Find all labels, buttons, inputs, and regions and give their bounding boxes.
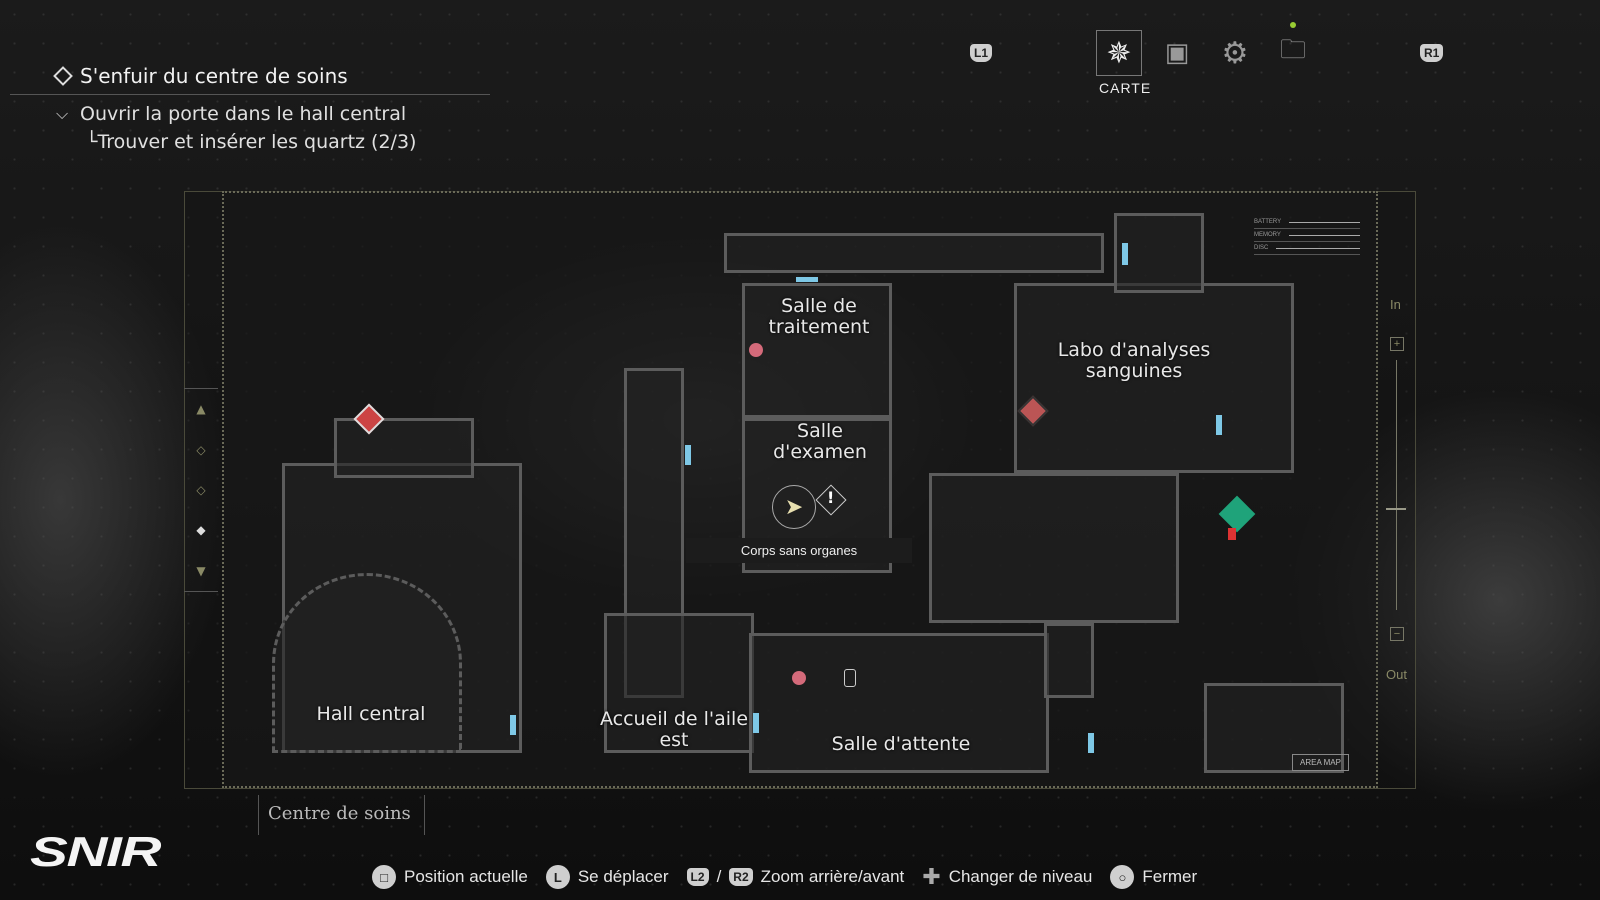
staircase bbox=[272, 573, 462, 753]
tab-inventory[interactable]: ▣ bbox=[1154, 30, 1200, 76]
room-label: Accueil de l'aile est bbox=[599, 708, 749, 751]
r2-button-icon: R2 bbox=[729, 868, 753, 886]
room-central bbox=[929, 473, 1179, 623]
room-salle-traitement bbox=[742, 283, 892, 418]
room-labo bbox=[1014, 283, 1294, 473]
hint-change-level[interactable]: ✚ Changer de niveau bbox=[922, 864, 1092, 890]
door bbox=[1216, 415, 1222, 435]
room-label: Labo d'analyses sanguines bbox=[1057, 339, 1211, 382]
room-label: Salle de traitement bbox=[768, 295, 870, 338]
objective-task: └Trouver et insérer les quartz (2/3) bbox=[86, 131, 417, 153]
files-icon: 🗀 bbox=[1279, 35, 1306, 65]
dpad-icon: ✚ bbox=[922, 864, 941, 889]
room-salle-attente bbox=[749, 633, 1049, 773]
battery-label: BATTERY bbox=[1254, 219, 1282, 225]
level-selector[interactable]: ▲ ◇ ◇ ◆ ▼ bbox=[184, 388, 218, 592]
disc-label: DISC bbox=[1254, 245, 1269, 251]
door bbox=[753, 713, 759, 733]
memory-label: MEMORY bbox=[1254, 232, 1281, 238]
tab-crafting[interactable]: ⚙ bbox=[1212, 30, 1258, 76]
chevron-down-icon: ⌵ bbox=[56, 104, 69, 123]
herb-item-icon[interactable] bbox=[792, 671, 806, 685]
room-label: Salle d'examen bbox=[773, 420, 867, 463]
zoom-slider-track[interactable] bbox=[1396, 360, 1397, 610]
room-area bbox=[1204, 683, 1344, 773]
hint-current-position[interactable]: □ Position actuelle bbox=[372, 865, 528, 889]
l1-button[interactable]: L1 bbox=[970, 44, 993, 62]
save-room-marker bbox=[1228, 528, 1236, 540]
hint-label: Se déplacer bbox=[577, 867, 669, 886]
active-tab-label: CARTE bbox=[1099, 80, 1152, 96]
area-map-label: AREA MAP bbox=[1292, 754, 1349, 771]
map-area[interactable]: ➤ ! Salle de traitement Labo d'analyses … bbox=[222, 191, 1378, 788]
snir-logo: SNIR bbox=[30, 828, 161, 875]
zoom-out-label[interactable]: Out bbox=[1386, 667, 1407, 682]
zoom-slider-handle[interactable] bbox=[1386, 508, 1406, 510]
corridor bbox=[724, 233, 1104, 273]
hint-close[interactable]: ○ Fermer bbox=[1110, 865, 1197, 889]
hint-label: Changer de niveau bbox=[948, 867, 1093, 886]
player-position-icon: ➤ bbox=[772, 485, 816, 529]
hint-label: Position actuelle bbox=[404, 867, 528, 886]
room-accueil bbox=[604, 613, 754, 753]
compass-icon: ✵ bbox=[1106, 35, 1132, 71]
notification-dot bbox=[1290, 22, 1296, 28]
divider bbox=[258, 795, 259, 835]
level-up-icon[interactable]: ▲ bbox=[196, 402, 206, 417]
divider bbox=[10, 94, 490, 95]
level-current-icon[interactable]: ◆ bbox=[196, 523, 206, 538]
hint-label: Zoom arrière/avant bbox=[760, 867, 905, 886]
door bbox=[1122, 243, 1128, 265]
tab-files[interactable]: 🗀 bbox=[1270, 30, 1316, 76]
r1-button[interactable]: R1 bbox=[1420, 44, 1444, 62]
l2-button-icon: L2 bbox=[686, 868, 709, 886]
location-name: Centre de soins bbox=[268, 803, 411, 824]
level-down-icon[interactable]: ▼ bbox=[196, 563, 206, 578]
door bbox=[685, 445, 691, 465]
level-diamond-icon[interactable]: ◇ bbox=[196, 482, 206, 497]
square-button-icon: □ bbox=[372, 865, 396, 889]
save-room-icon[interactable] bbox=[1218, 495, 1256, 533]
door bbox=[1088, 733, 1094, 753]
hint-label: Fermer bbox=[1142, 867, 1198, 886]
room-wall bbox=[1114, 213, 1204, 293]
hint-move[interactable]: L Se déplacer bbox=[545, 865, 669, 889]
room-label: Hall central bbox=[316, 703, 426, 725]
gears-icon: ⚙ bbox=[1221, 35, 1249, 71]
room-label: Salle d'attente bbox=[831, 733, 971, 755]
zoom-in-icon[interactable]: + bbox=[1390, 337, 1404, 351]
item-icon[interactable] bbox=[844, 669, 856, 687]
device-status-panel: BATTERY MEMORY DISC bbox=[1254, 216, 1360, 255]
hint-zoom[interactable]: L2 / R2 Zoom arrière/avant bbox=[686, 867, 905, 887]
zoom-in-label[interactable]: In bbox=[1390, 297, 1401, 312]
separator: / bbox=[716, 867, 722, 886]
backpack-icon: ▣ bbox=[1164, 38, 1190, 68]
room-wall bbox=[334, 418, 474, 478]
sub-objective: Ouvrir la porte dans le hall central bbox=[80, 103, 407, 125]
left-stick-icon: L bbox=[545, 865, 570, 889]
room-wall bbox=[1044, 623, 1094, 698]
objective-title: S'enfuir du centre de soins bbox=[80, 64, 348, 88]
exclamation-icon: ! bbox=[827, 488, 835, 507]
tab-map[interactable]: ✵ bbox=[1096, 30, 1142, 76]
divider bbox=[424, 795, 425, 835]
door bbox=[510, 715, 516, 735]
marker-tooltip: Corps sans organes bbox=[686, 538, 912, 563]
door bbox=[796, 277, 818, 282]
circle-button-icon: ○ bbox=[1110, 865, 1135, 889]
level-diamond-icon[interactable]: ◇ bbox=[196, 442, 206, 457]
control-hints: □ Position actuelle L Se déplacer L2 / R2 Zoo… bbox=[372, 864, 1205, 890]
herb-item-icon[interactable] bbox=[749, 343, 763, 357]
zoom-out-icon[interactable]: − bbox=[1390, 627, 1404, 641]
